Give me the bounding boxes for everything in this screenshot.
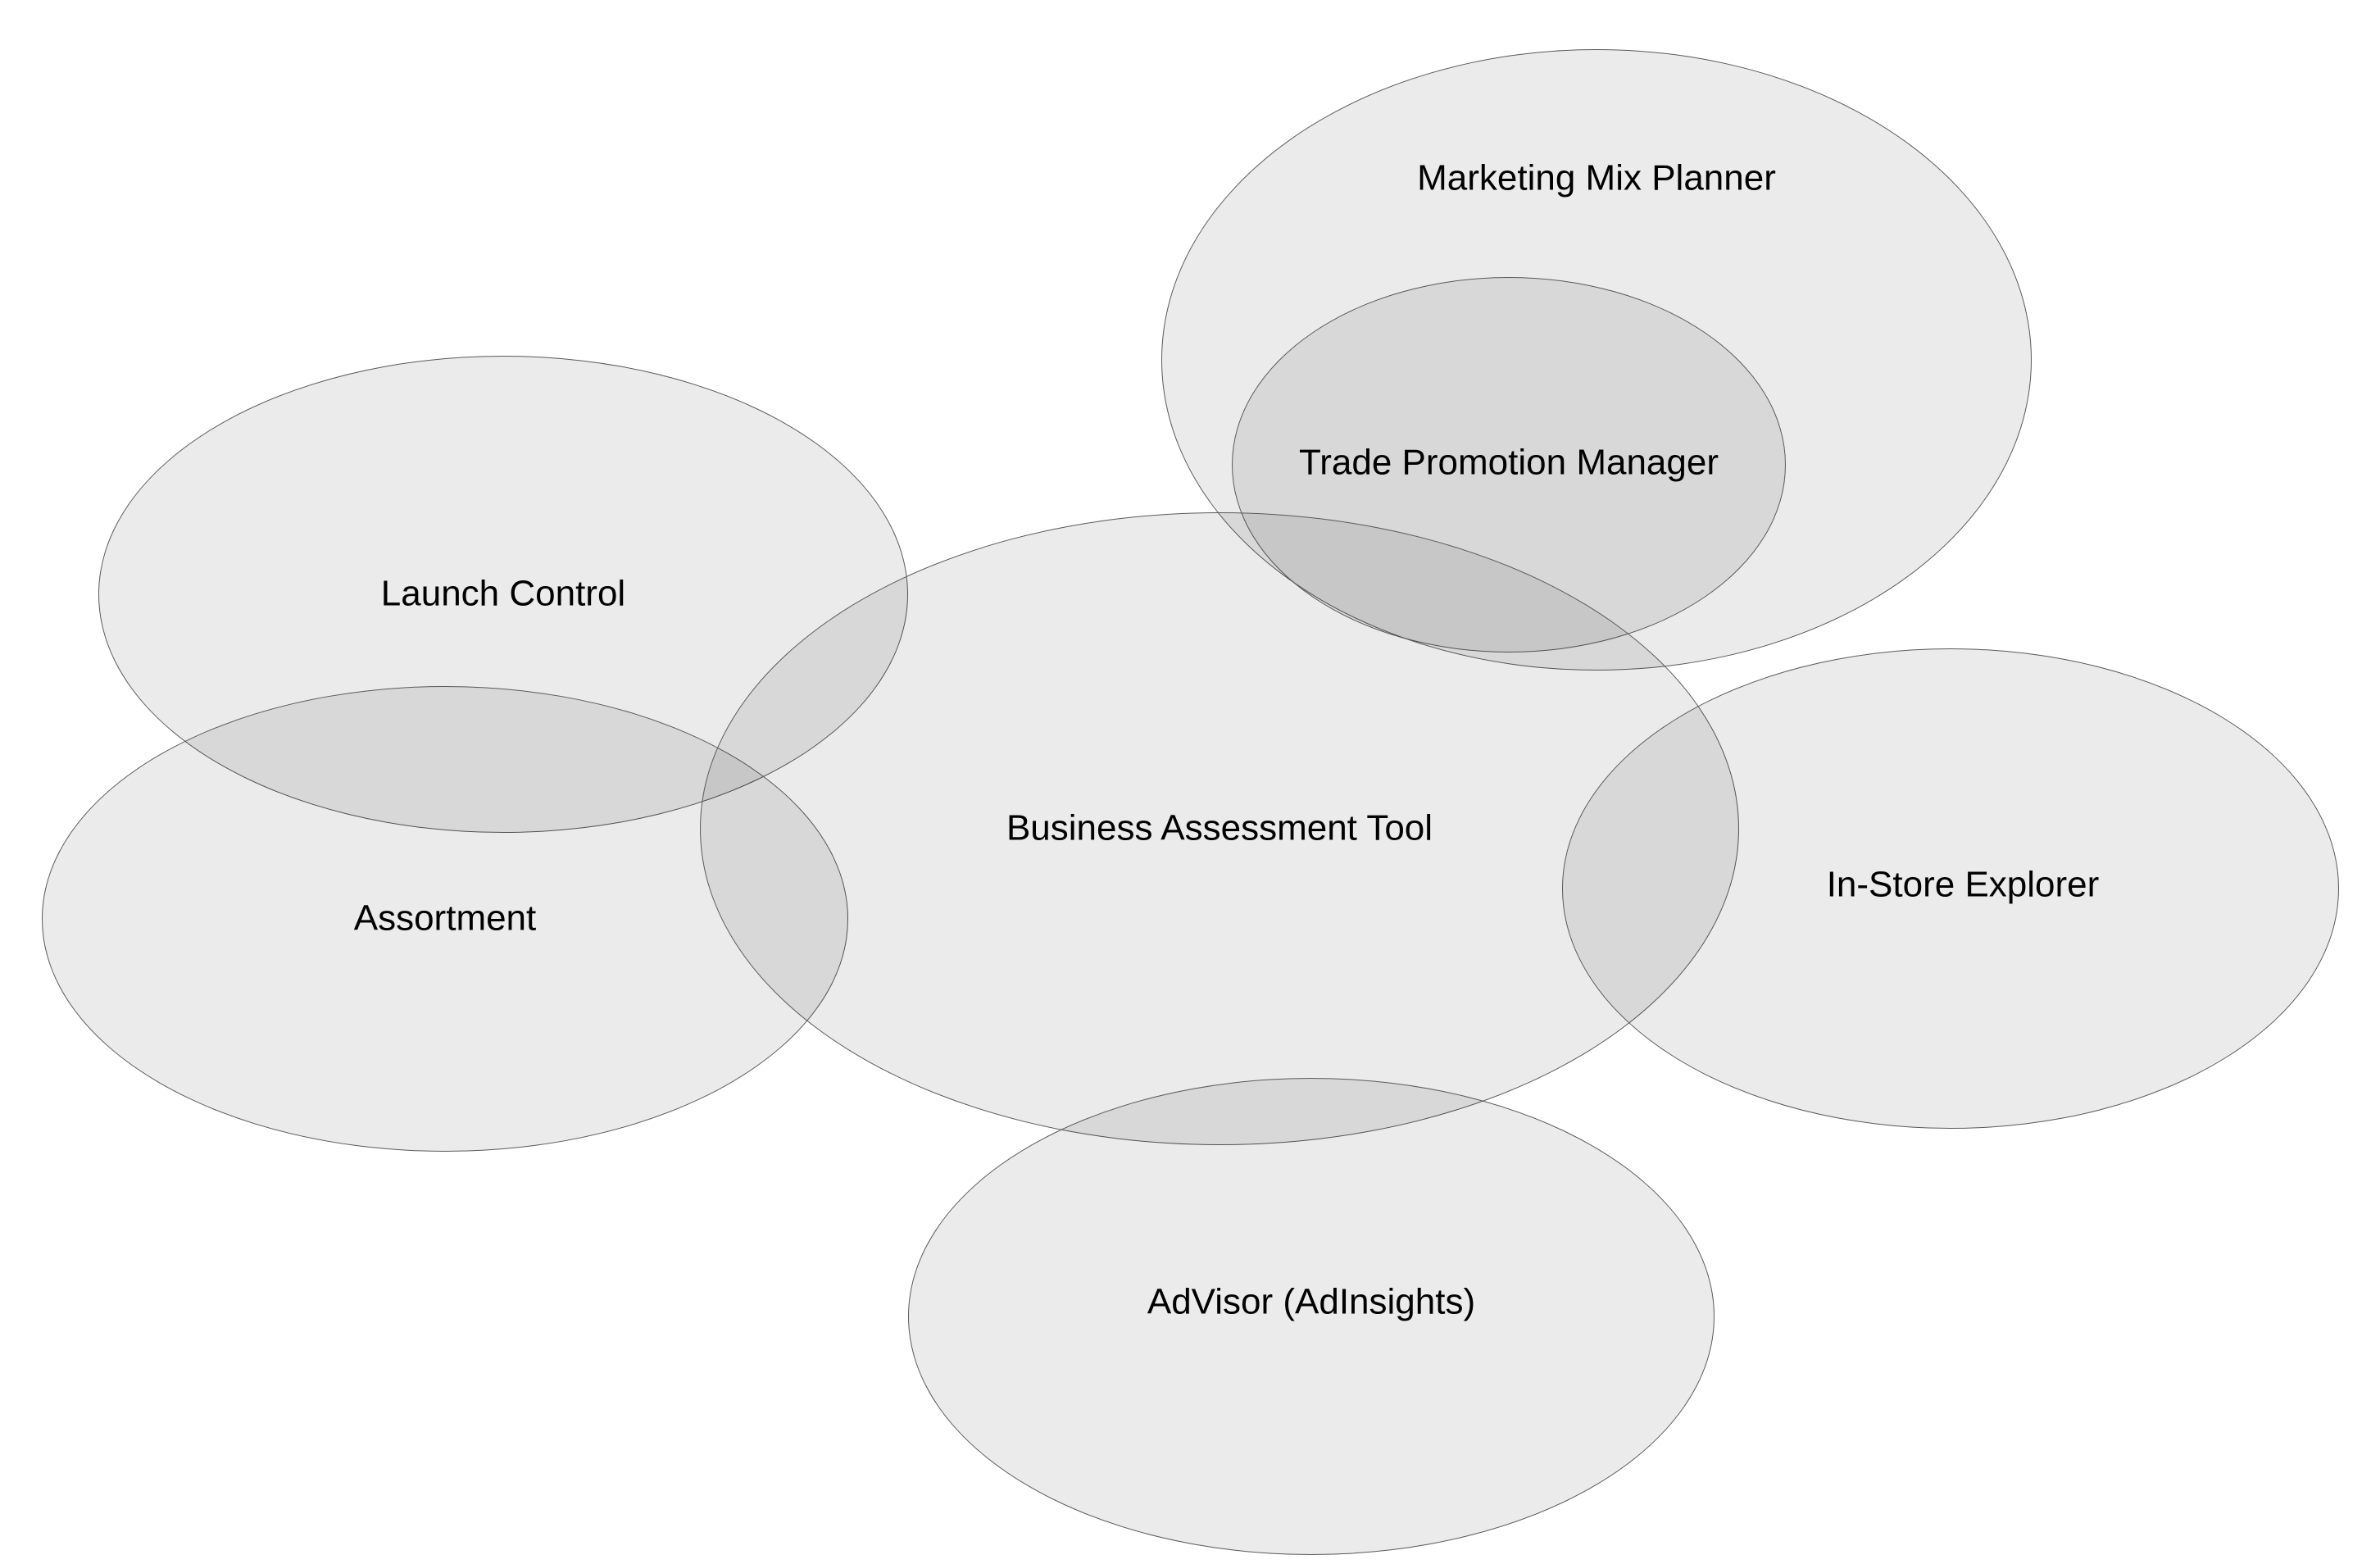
label-marketing-mix-planner: Marketing Mix Planner [1417,157,1776,198]
ellipse-business-assessment-tool [700,512,1739,1145]
label-launch-control: Launch Control [380,573,626,614]
ellipse-advisor-adinsights [908,1078,1715,1555]
label-in-store-explorer: In-Store Explorer [1826,864,2100,905]
label-business-assessment-tool: Business Assessment Tool [1006,807,1433,848]
label-assortment: Assortment [353,898,537,939]
label-advisor-adinsights: AdVisor (AdInsights) [1147,1281,1476,1322]
label-trade-promotion-manager: Trade Promotion Manager [1299,442,1719,483]
ellipse-in-store-explorer [1562,648,2339,1129]
